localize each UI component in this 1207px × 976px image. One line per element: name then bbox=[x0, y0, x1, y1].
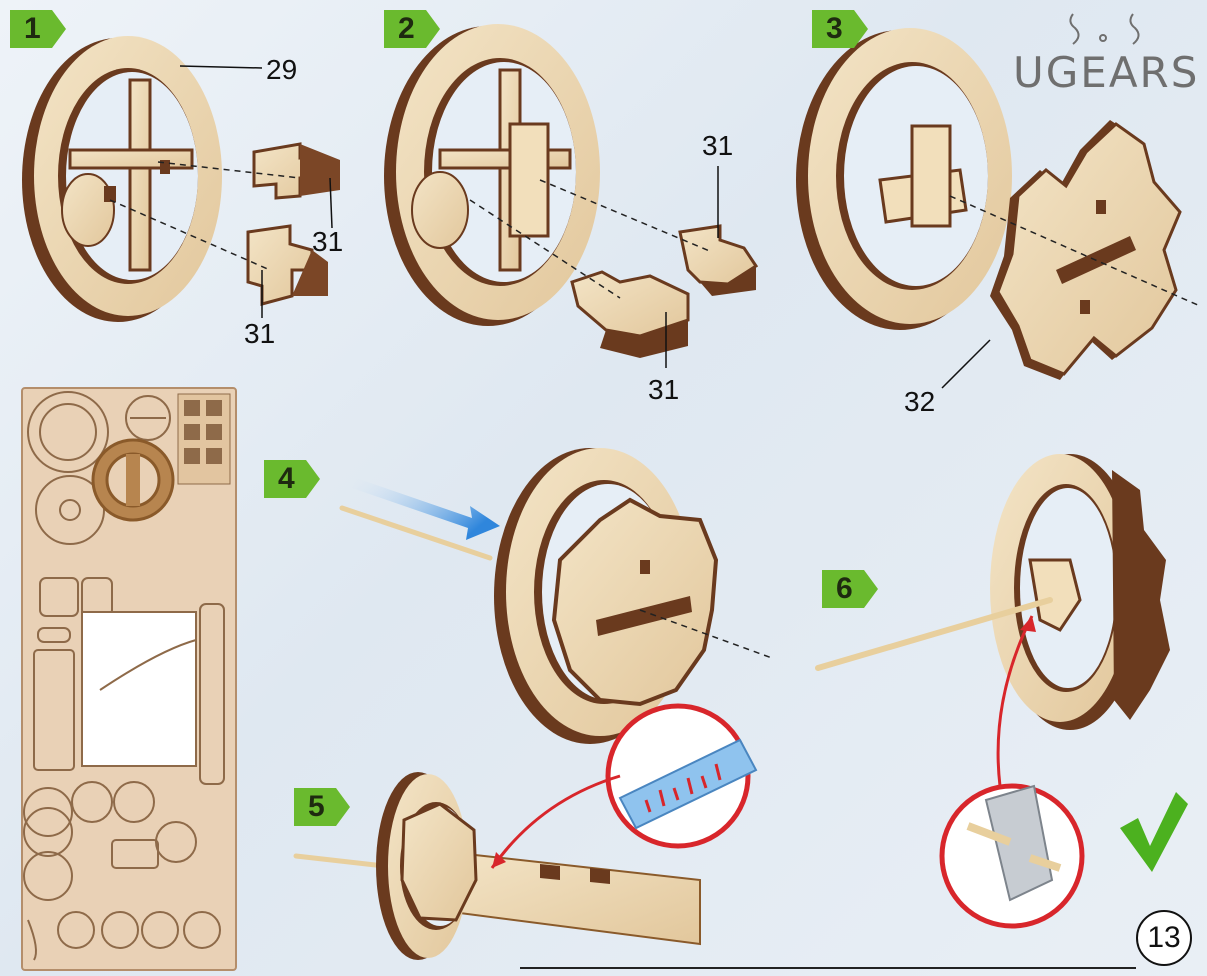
leader-line-step3 bbox=[942, 340, 990, 388]
part-label-31-step2-lower: 31 bbox=[648, 374, 679, 406]
plywood-sheet bbox=[22, 388, 236, 970]
part-label-31-step2-upper: 31 bbox=[702, 130, 733, 162]
wheel-assembly-step4 bbox=[494, 448, 716, 744]
part-label-29: 29 bbox=[266, 54, 297, 86]
part-label-31-lower: 31 bbox=[244, 318, 275, 350]
page-number: 13 bbox=[1136, 910, 1192, 966]
step-badge-2: 2 bbox=[384, 10, 438, 48]
brand-name: UGEARS bbox=[1013, 48, 1193, 97]
magnifier-callout-icon bbox=[492, 706, 756, 868]
ruler-strip-step5 bbox=[448, 852, 700, 944]
wheel-assembly-step5 bbox=[376, 772, 476, 960]
part-label-31-upper: 31 bbox=[312, 226, 343, 258]
wheel-part-29-step1 bbox=[22, 36, 222, 322]
gear-part-32-step3 bbox=[990, 120, 1180, 380]
checkmark-icon bbox=[1120, 792, 1188, 872]
brand-logo: UGEARS bbox=[1013, 6, 1193, 86]
blue-arrow-icon bbox=[352, 478, 500, 540]
wheel-assembly-step6 bbox=[990, 454, 1170, 730]
pieces-part-31-step2 bbox=[572, 226, 756, 358]
step-badge-5: 5 bbox=[294, 788, 348, 826]
step-badge-6: 6 bbox=[822, 570, 876, 608]
ugears-squiggle-logo bbox=[1013, 6, 1193, 50]
step-badge-1: 1 bbox=[10, 10, 64, 48]
step-badge-3: 3 bbox=[812, 10, 866, 48]
step-badge-4: 4 bbox=[264, 460, 318, 498]
wheel-assembly-step2 bbox=[384, 24, 600, 326]
wheel-assembly-step3 bbox=[796, 28, 1012, 330]
part-label-32: 32 bbox=[904, 386, 935, 418]
